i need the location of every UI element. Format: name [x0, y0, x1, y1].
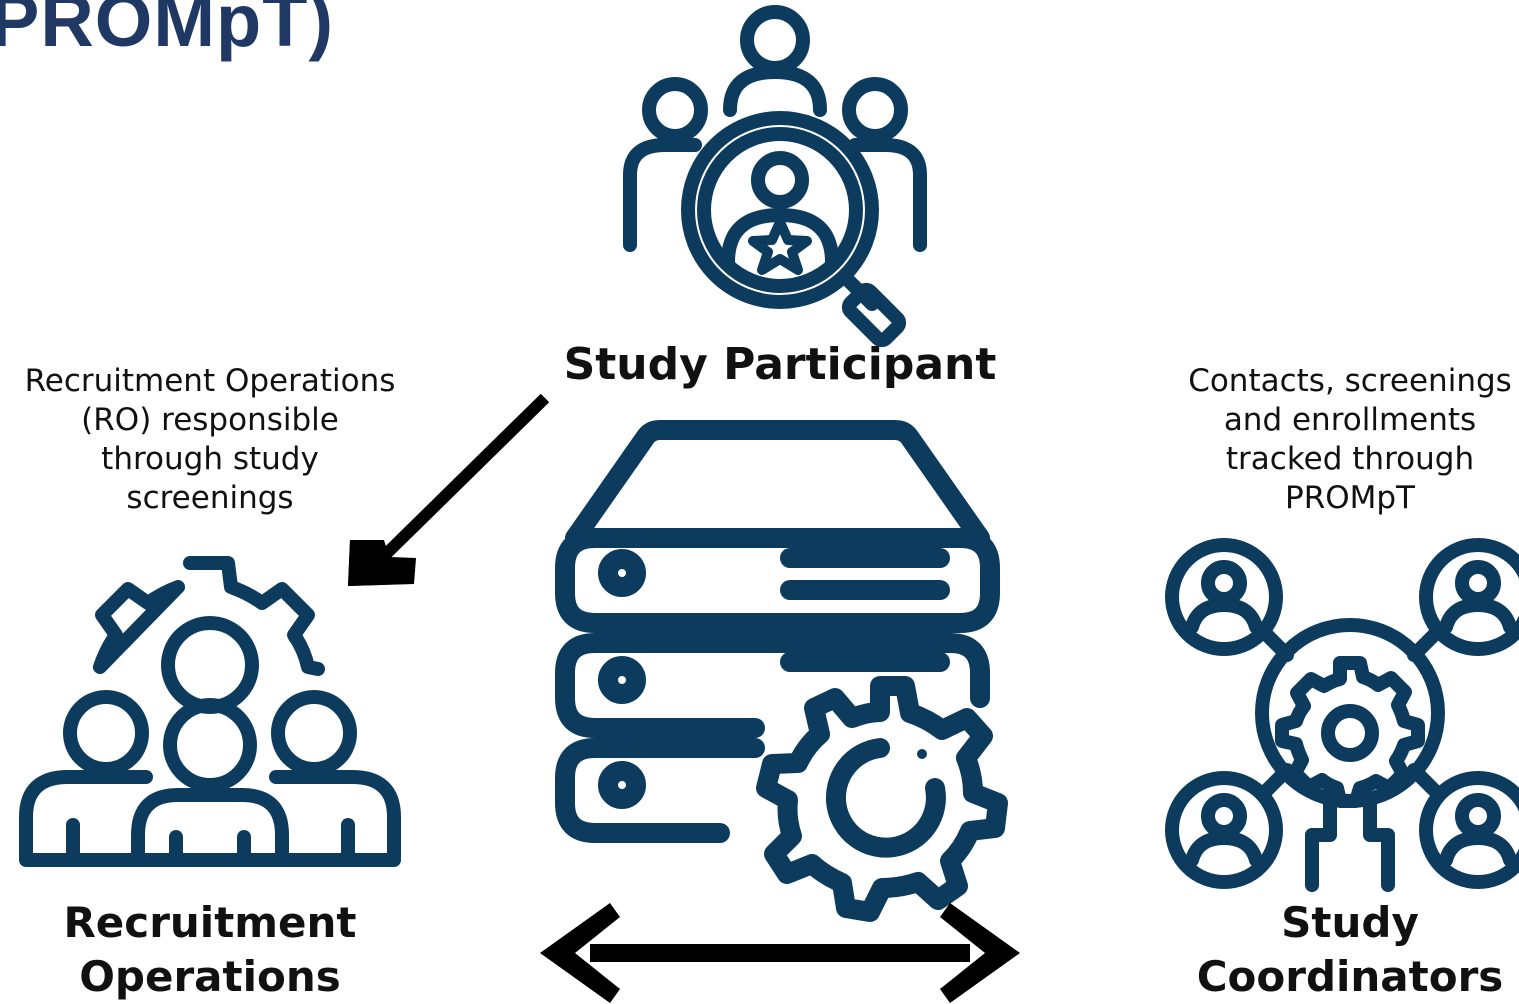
page-title-fragment: PROMpT) [0, 0, 335, 62]
diagonal-arrow-icon [348, 393, 550, 586]
network-people-icon [1165, 538, 1519, 892]
people-search-icon [623, 5, 927, 348]
study-coordinators-label: Study Coordinators [1196, 898, 1504, 1001]
coordinators-note: Contacts, screenings and enrollments tra… [1188, 363, 1512, 516]
study-participant-label: Study Participant [563, 339, 997, 390]
recruitment-operations-label: Recruitment Operations [63, 898, 357, 1001]
double-arrow-icon [540, 903, 1020, 1003]
team-gear-icon [19, 556, 401, 867]
server-gear-icon [555, 420, 1008, 922]
ro-note: Recruitment Operations (RO) responsible … [24, 363, 396, 516]
